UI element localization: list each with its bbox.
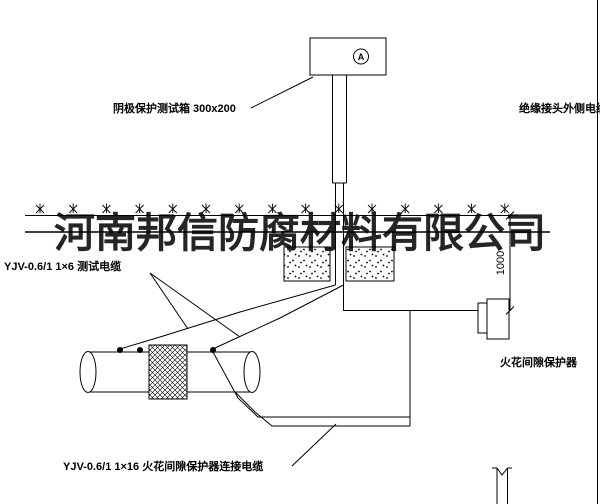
spark-cable-lines [212,285,478,427]
foundation-block-left [283,246,331,282]
cable-terminal [117,347,123,353]
foundation-block-right [345,246,395,282]
leader-line [149,272,241,338]
cable-terminal [210,347,216,353]
test-cable-lines [119,284,344,350]
pipeline [79,344,261,400]
test-box: A [309,37,387,76]
test-cable-label: YJV-0.6/1 1×6 测试电缆 [4,259,121,273]
watermark-text: 河南邦信防腐材料有限公司 [54,210,546,256]
spark-gap-protector [477,298,510,340]
soil-hatch-marks [35,203,510,214]
leader-line [149,272,189,330]
pipe-end-right [243,351,261,393]
pipe-end-left [79,351,97,393]
spark-protector-label: 火花间隙保护器 [500,355,578,369]
outer-cable-label: 绝缘接头外侧电缆 [519,101,600,115]
pipe-section-symbol [492,467,512,504]
meter-circle [353,48,369,65]
meter-symbol: A [358,52,365,62]
foundation-blocks [283,246,395,282]
dimension-label: 1000 [495,251,507,275]
spark-cable-label: YJV-0.6/1 1×16 火花间隙保护器连接电缆 [63,459,263,473]
company-watermark: 河南邦信防腐材料有限公司 [25,210,550,256]
ground-line [25,203,518,216]
insulating-joint [148,344,188,400]
leader-lines [149,76,337,467]
leader-line [250,76,314,109]
leader-line [291,423,337,467]
cable-terminal [137,347,143,353]
test-post [332,75,347,285]
test-box-label: 阴极保护测试箱 300x200 [113,101,236,115]
